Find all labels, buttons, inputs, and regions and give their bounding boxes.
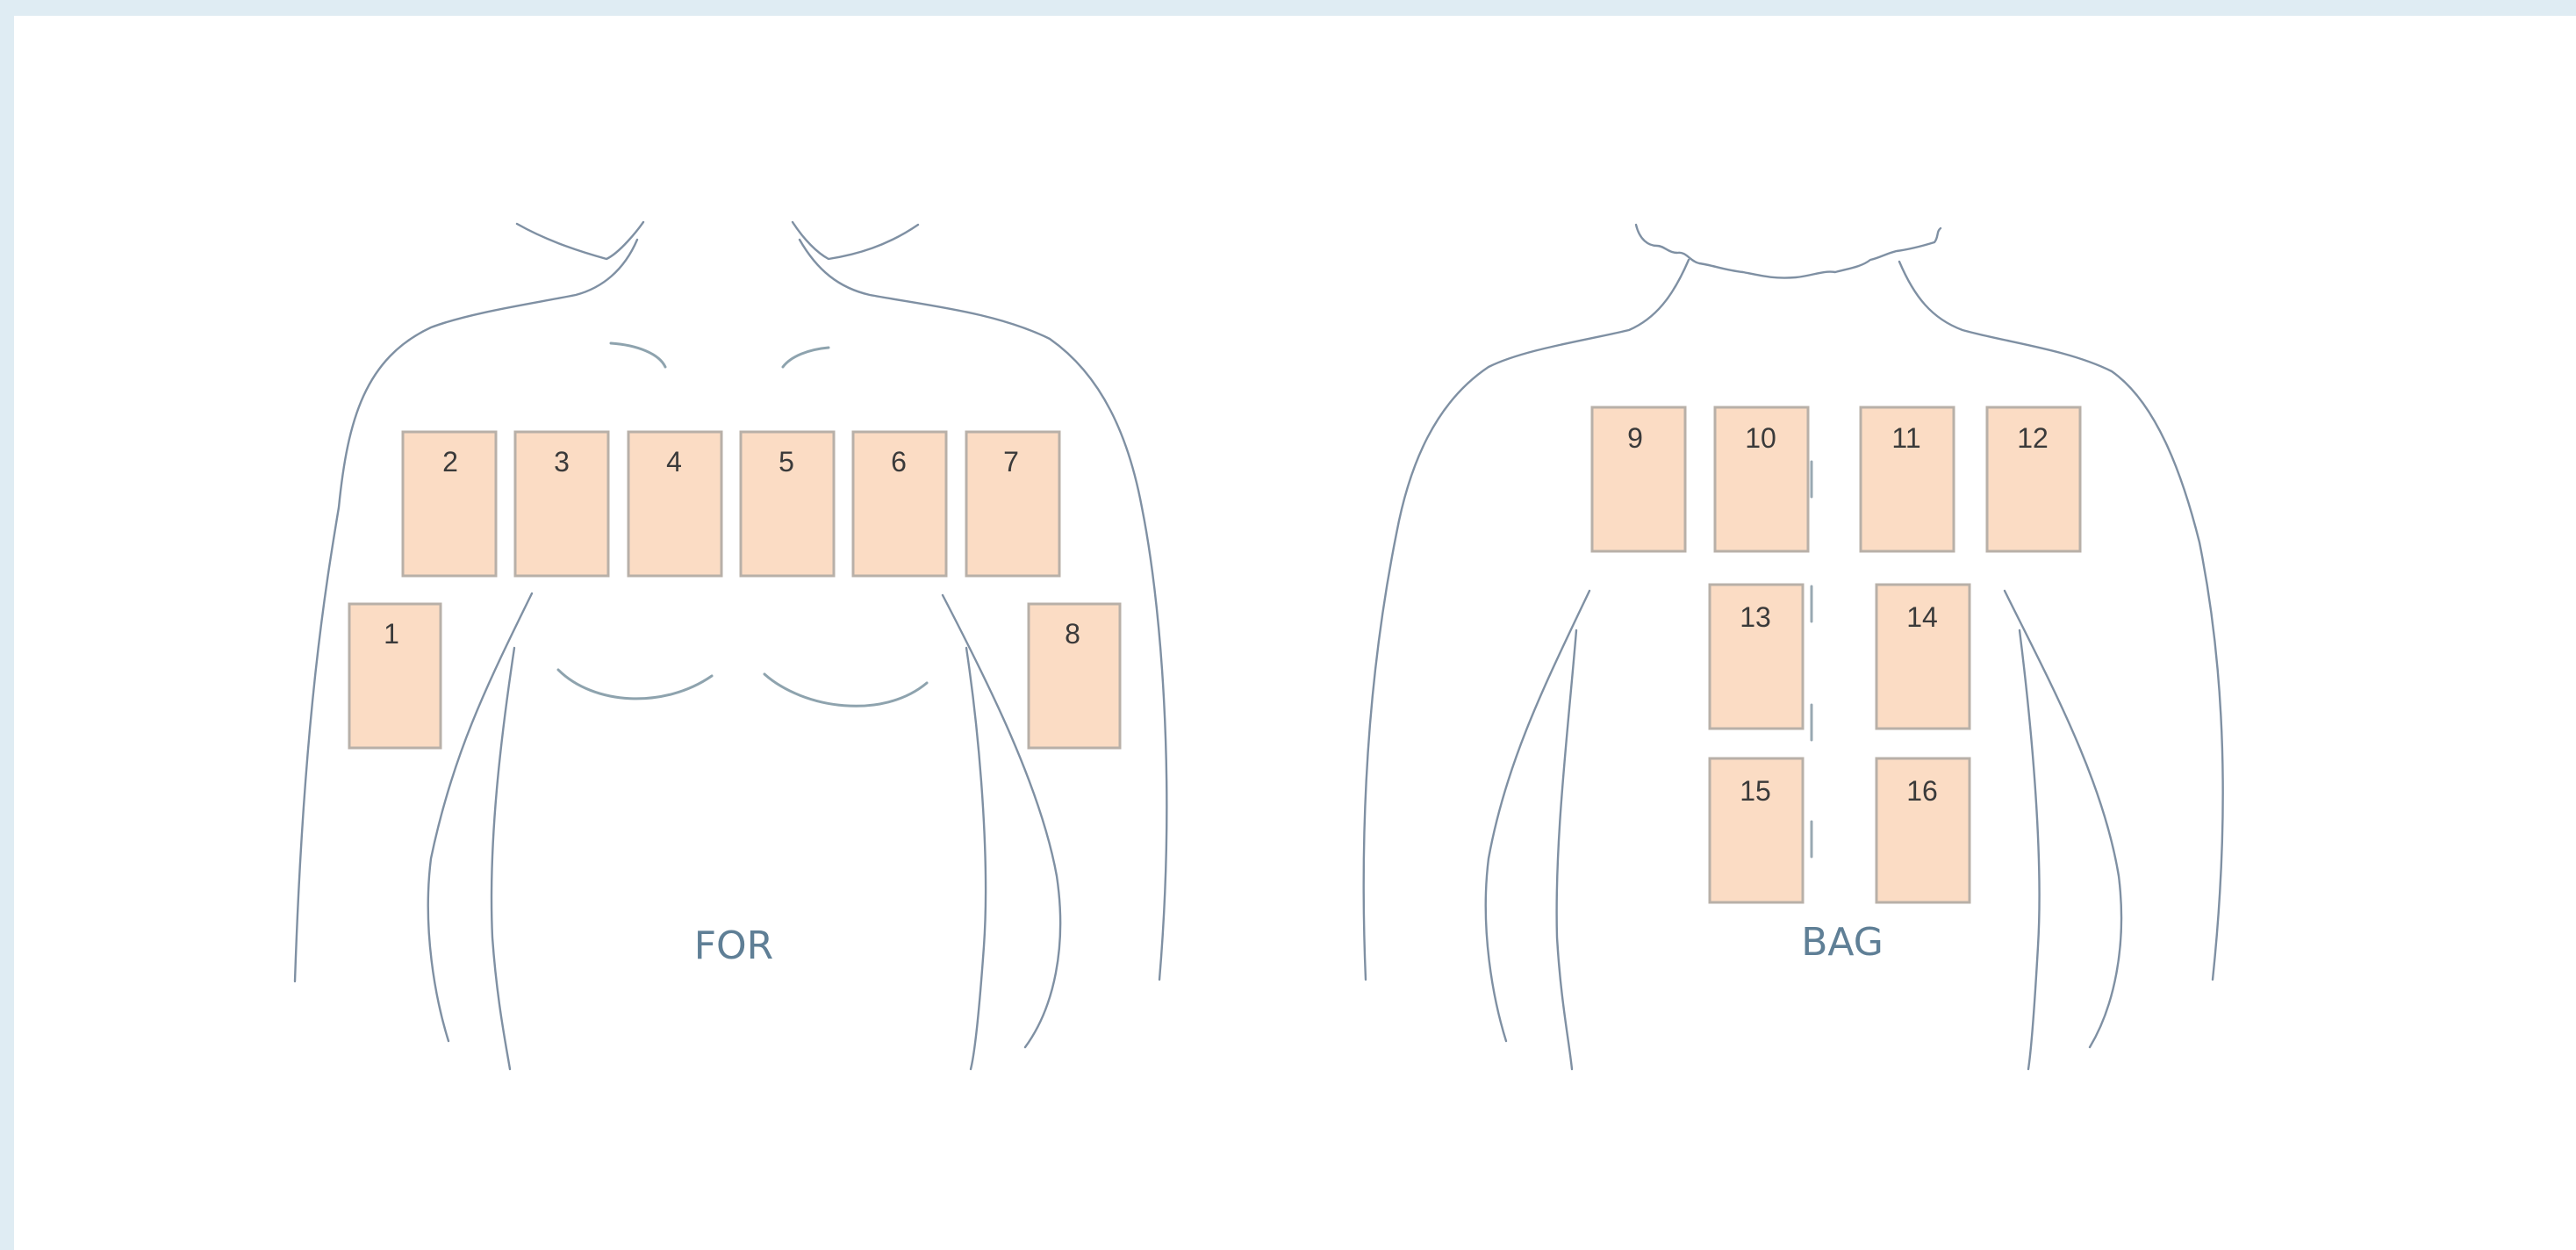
patch-11: 11: [1861, 407, 1954, 551]
patch-2: 2: [403, 432, 496, 576]
back-shoulder-left: [1364, 260, 1689, 980]
front-clavicle-right: [783, 348, 829, 367]
patch-1: 1: [349, 604, 441, 748]
patch-12: 12: [1987, 407, 2080, 551]
patch-9-label: 9: [1627, 422, 1643, 454]
patch-9: 9: [1592, 407, 1685, 551]
front-inner-arm-left: [428, 593, 532, 1041]
back-torso-left: [1557, 630, 1576, 1069]
patch-5-label: 5: [779, 446, 794, 478]
patch-14-label: 14: [1906, 601, 1938, 633]
patch-5: 5: [741, 432, 834, 576]
back-patches: 9 10 11 12 13 14 15 16: [1592, 407, 2080, 902]
patch-7: 7: [966, 432, 1059, 576]
patch-11-label: 11: [1891, 422, 1920, 454]
front-side-label: FOR: [694, 923, 774, 968]
front-shoulder-left: [295, 240, 637, 981]
patch-8: 8: [1029, 604, 1120, 748]
patch-13: 13: [1710, 585, 1803, 729]
front-breast-right: [764, 674, 927, 706]
front-breast-left: [558, 670, 712, 699]
back-side-label: BAG: [1801, 920, 1884, 965]
front-clavicle-left: [611, 343, 665, 367]
back-torso-right: [2020, 630, 2040, 1069]
patch-15-label: 15: [1740, 775, 1771, 807]
front-torso-right: [966, 648, 986, 1069]
diagram-canvas: 1 2 3 4 5 6 7 8 9 10 11 12 13 14 15 16 F…: [14, 16, 2576, 1250]
front-patches: 1 2 3 4 5 6 7 8: [349, 432, 1120, 748]
patch-14: 14: [1876, 585, 1970, 729]
patch-16: 16: [1876, 758, 1970, 902]
patch-12-label: 12: [2017, 422, 2049, 454]
patch-1-label: 1: [384, 618, 399, 650]
patch-10-label: 10: [1745, 422, 1776, 454]
patch-16-label: 16: [1906, 775, 1938, 807]
patch-13-label: 13: [1740, 601, 1771, 633]
front-neck-right: [793, 222, 918, 259]
front-torso-left: [492, 648, 514, 1069]
back-hairline: [1636, 225, 1941, 278]
patch-8-label: 8: [1065, 618, 1080, 650]
patch-10: 10: [1715, 407, 1808, 551]
patch-3-label: 3: [554, 446, 570, 478]
patch-3: 3: [515, 432, 608, 576]
patch-6-label: 6: [891, 446, 907, 478]
patch-6: 6: [853, 432, 946, 576]
patch-2-label: 2: [442, 446, 458, 478]
patch-4-label: 4: [666, 446, 682, 478]
patch-4: 4: [628, 432, 721, 576]
body-patch-diagram: 1 2 3 4 5 6 7 8 9 10 11 12 13 14 15 16 F…: [14, 16, 2576, 1250]
patch-15: 15: [1710, 758, 1803, 902]
front-neck-left: [517, 222, 643, 259]
patch-7-label: 7: [1003, 446, 1019, 478]
